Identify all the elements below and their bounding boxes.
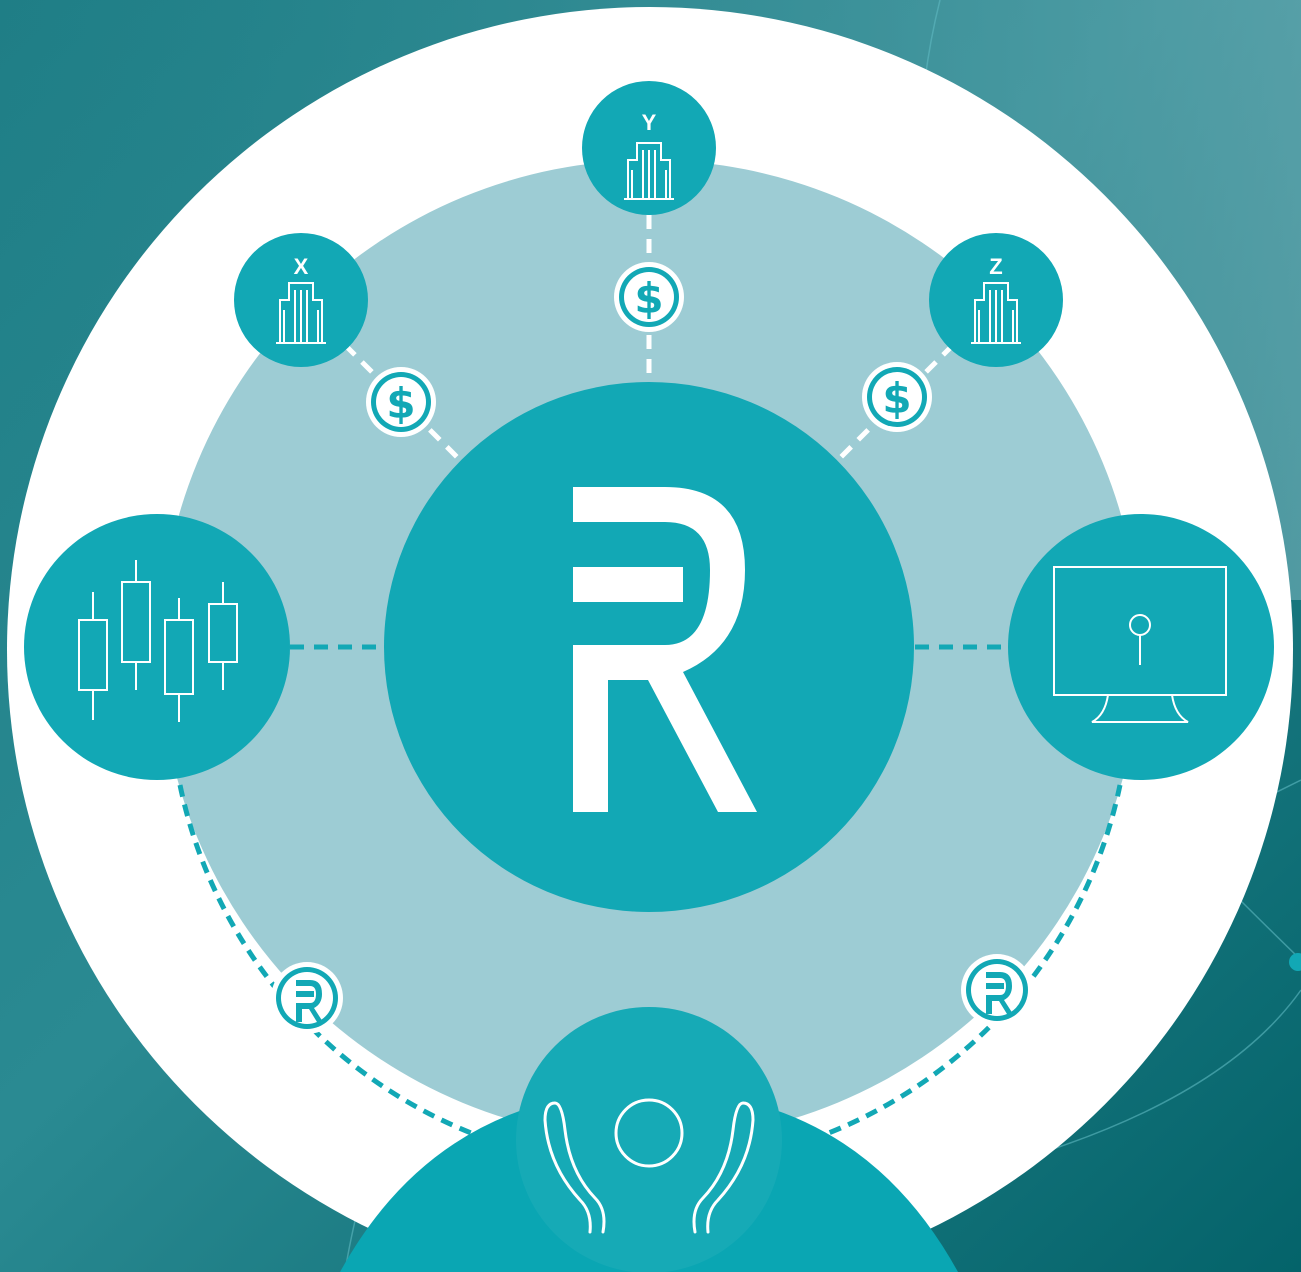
background-network-dot (1289, 953, 1301, 971)
bank-building-icon (971, 282, 1021, 344)
platform-node (1008, 514, 1274, 780)
dashed-orbit-arc (177, 784, 1123, 1171)
bank-z-label: Z (989, 254, 1002, 279)
remitano-coin-icon (986, 972, 1013, 1014)
user-node (340, 1007, 958, 1272)
remitano-coin-icon (296, 980, 323, 1022)
dollar-symbol: $ (634, 274, 663, 323)
monitor-key-icon (1053, 566, 1227, 723)
candlestick-chart-icon (78, 560, 238, 722)
dollar-coin-x: $ (366, 367, 436, 437)
dollar-symbol: $ (882, 374, 911, 423)
remitano-logo-icon (573, 487, 757, 812)
dollar-coin-z: $ (862, 362, 932, 432)
bank-building-icon (276, 282, 326, 344)
trading-node (24, 514, 290, 780)
bank-x-node: X (234, 233, 368, 367)
bank-y-label: Y (642, 110, 657, 135)
bank-z-node: Z (929, 233, 1063, 367)
user-node-disc (516, 1007, 782, 1272)
bank-y-node: Y (582, 81, 716, 215)
dollar-coin-y: $ (614, 262, 684, 332)
bank-building-icon (624, 142, 674, 200)
hub-node (384, 382, 914, 912)
bank-x-label: X (294, 254, 309, 279)
happy-person-icon (543, 1098, 755, 1234)
remitano-coin-left (271, 962, 343, 1034)
dollar-symbol: $ (386, 379, 415, 428)
remitano-coin-right (961, 954, 1033, 1026)
